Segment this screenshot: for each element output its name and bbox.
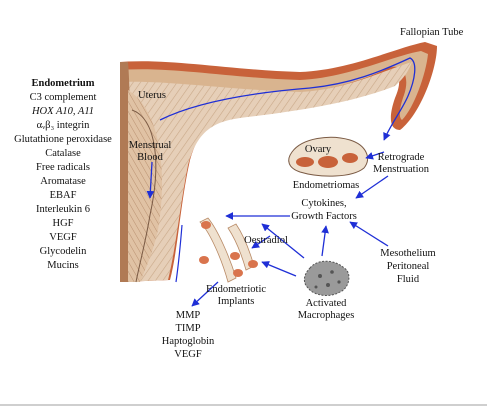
endometrium-item: VEGF [49,232,77,243]
retrograde-menstruation-label: Menstruation [373,164,430,175]
implant-product: MMP [176,310,201,321]
implant-product: Haptoglobin [162,336,215,347]
cavity-outline [131,109,157,283]
myometrium-layer [128,90,163,282]
implant-lesion [201,221,211,229]
macrophage-granule [337,280,341,284]
arrow-retrograde-to-ovary [365,151,385,160]
menstrual-blood-label: Menstrual [129,140,172,151]
endometrioma-cyst-mid [318,156,338,168]
endometrioma-cyst-right [342,153,358,163]
macrophage-granule [318,274,322,278]
menstrual-blood-arrow [146,161,155,199]
mesothelium-label: Mesothelium [380,248,435,259]
endometrium-item: EBAF [50,190,77,201]
retrograde-menstruation-label: Retrograde [378,152,425,163]
endometrium-item: HOX A10, A11 [31,106,94,117]
ovary [288,136,368,177]
endometrium-item: Aromatase [40,176,86,187]
implants-label: Endometriotic [206,284,266,295]
endometrium-item: Mucins [47,260,79,271]
endometrium-list: Endometrium C3 complement HOX A10, A11 α… [14,78,112,271]
bottom-divider [0,404,487,406]
implant-lesion [230,252,240,260]
endometrioma-cyst-left [296,157,314,167]
macrophages-label: Macrophages [298,310,355,321]
macrophage-granule [326,283,330,287]
implant-products-list: MMP TIMP Haptoglobin VEGF [162,310,215,360]
endometrium-item: Interleukin 6 [36,204,90,215]
cytokines-label: Cytokines, [301,198,346,209]
uterus-cut-face [120,62,130,282]
endometrium-item: Glycodelin [40,246,87,257]
menstrual-blood-label: Blood [137,152,163,163]
endometriomas-label: Endometriomas [293,180,360,191]
arrow-oestradiol-to-implants [251,235,271,249]
arrow-macrophages-to-implants [261,223,305,259]
implant-product: TIMP [175,323,200,334]
peritoneal-label: Peritoneal [387,261,430,272]
arrow-macrophages-to-cytokines [321,225,329,257]
endometrium-item: C3 complement [30,92,97,103]
implant-lesion [233,269,243,277]
implant-lesion [248,260,258,268]
arrow-mesothelium-to-cytokines [349,221,389,247]
fallopian-tube-label: Fallopian Tube [400,27,464,38]
arrow-implants-to-products [191,281,219,307]
fluid-label: Fluid [397,274,420,285]
macrophages-label: Activated [306,298,348,309]
implant-lesion [199,256,209,264]
implants-label: Implants [218,296,255,307]
macrophage-cell [303,260,350,296]
arrow-retrograde-to-cytokines [355,175,389,199]
arrow-macrophages-feedback [261,261,297,277]
relationship-arrows [191,151,389,307]
endometriotic-implants [199,217,258,283]
uterus-illustration [120,42,437,283]
growth-factors-label: Growth Factors [291,211,357,222]
endometrium-title: Endometrium [32,78,95,89]
endometrium-item: Catalase [45,148,81,159]
endometrium-item: Glutathione peroxidase [14,134,112,145]
peritoneum-strip-1 [199,217,237,283]
implant-product: VEGF [174,349,202,360]
ovary-label: Ovary [305,144,332,155]
diagram-labels: Fallopian Tube Uterus Menstrual Blood Ov… [129,27,464,321]
tube-flow-line [159,57,416,141]
oestradiol-label: Oestradiol [244,235,288,246]
macrophage-granule [330,270,334,274]
endometrium-item: Free radicals [36,162,90,173]
endometrium-item: αᵥβ₃ integrin [37,120,91,131]
uterus-label: Uterus [138,90,166,101]
uterus-inner-edge [175,224,183,283]
endometrium-item: HGF [52,218,73,229]
uterine-cavity [120,62,412,282]
macrophage-shape [303,260,350,296]
macrophage-granule [314,285,318,289]
